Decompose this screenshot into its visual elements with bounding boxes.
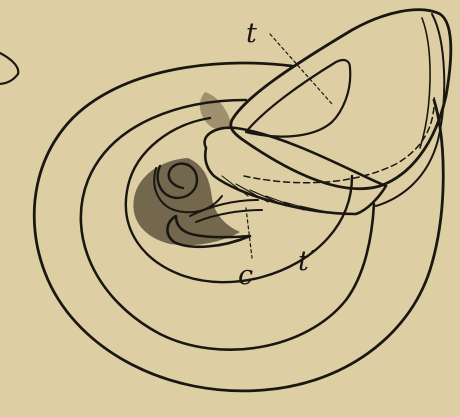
aperture-lip-inner (246, 60, 350, 137)
label-t-prime: t′ (298, 246, 315, 277)
label-t: t (246, 18, 257, 49)
aperture-lip-upper (231, 10, 451, 189)
label-c: c (238, 260, 253, 291)
leader-line-c (246, 208, 252, 258)
left-fragment-outline (0, 52, 18, 84)
upper-cavity-shading (200, 92, 232, 129)
